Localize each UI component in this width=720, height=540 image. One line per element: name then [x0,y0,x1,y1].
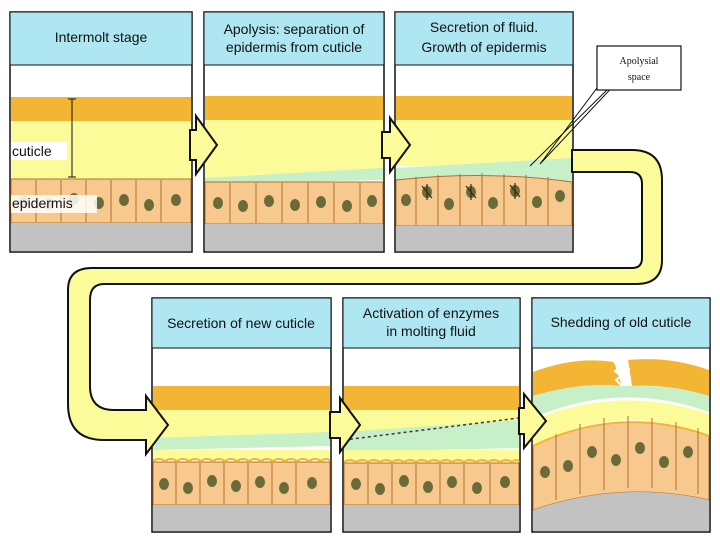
nuclei [213,195,377,212]
nuclei [351,475,510,495]
nuclei [159,475,317,494]
panel-enzyme-activation: Activation of enzymes in molting fluid [342,297,521,533]
return-arrow [67,149,663,457]
digested-cuticle-zone [344,420,519,452]
arrow-right-icon [189,112,219,178]
new-cuticle-layer [153,450,330,460]
spindle-marks [421,183,521,200]
flow-arrows [67,112,663,457]
panel-header [151,297,332,349]
panel-header [531,297,711,349]
panel-header [394,11,574,66]
callout-line: space [628,72,651,83]
panel-header [203,11,385,66]
panel-header [9,11,193,66]
panel-title-line: Growth of epidermis [421,39,546,55]
new-cuticle-layer [533,400,709,446]
nuclei [540,442,693,478]
panel-title-line: Secretion of fluid. [430,19,538,35]
panel-title-line: Shedding of old cuticle [551,314,692,330]
outer-cuticle-layer [11,97,191,121]
panel-title-line: epidermis from cuticle [226,39,362,55]
cuticle-label: cuticle [12,143,52,159]
panel-title-line: Activation of enzymes [363,305,499,321]
epidermis-label: epidermis [12,195,73,211]
panel-new-cuticle: Secretion of new cuticle [151,297,332,533]
apolysial-space [205,168,383,184]
arrow-right-icon [381,114,412,176]
panel-fluid-secretion: Secretion of fluid. Growth of epidermis [394,11,574,253]
callout-line: Apolysial [620,56,659,67]
new-cuticle-layer [344,450,519,462]
apolysial-space-callout: Apolysial space [529,45,682,167]
panel-shedding: Shedding of old cuticle [531,297,711,533]
epidermis-layer [395,174,573,227]
old-cuticle [628,359,709,396]
cuticle-bracket [68,98,76,178]
panel-intermolt: Intermolt stage cuticle epidermis [9,11,193,253]
arrow-right-icon [518,391,548,451]
old-cuticle [533,360,622,396]
panel-title-line: Apolysis: separation of [224,21,365,37]
basement-layer [11,223,191,251]
panel-title-line: Secretion of new cuticle [167,315,315,331]
panel-apolysis: Apolysis: separation of epidermis from c… [203,11,385,253]
panel-header [342,297,521,349]
arrow-right-icon [329,394,362,456]
panel-title-line: in molting fluid [386,323,476,339]
panel-title-line: Intermolt stage [55,29,148,45]
